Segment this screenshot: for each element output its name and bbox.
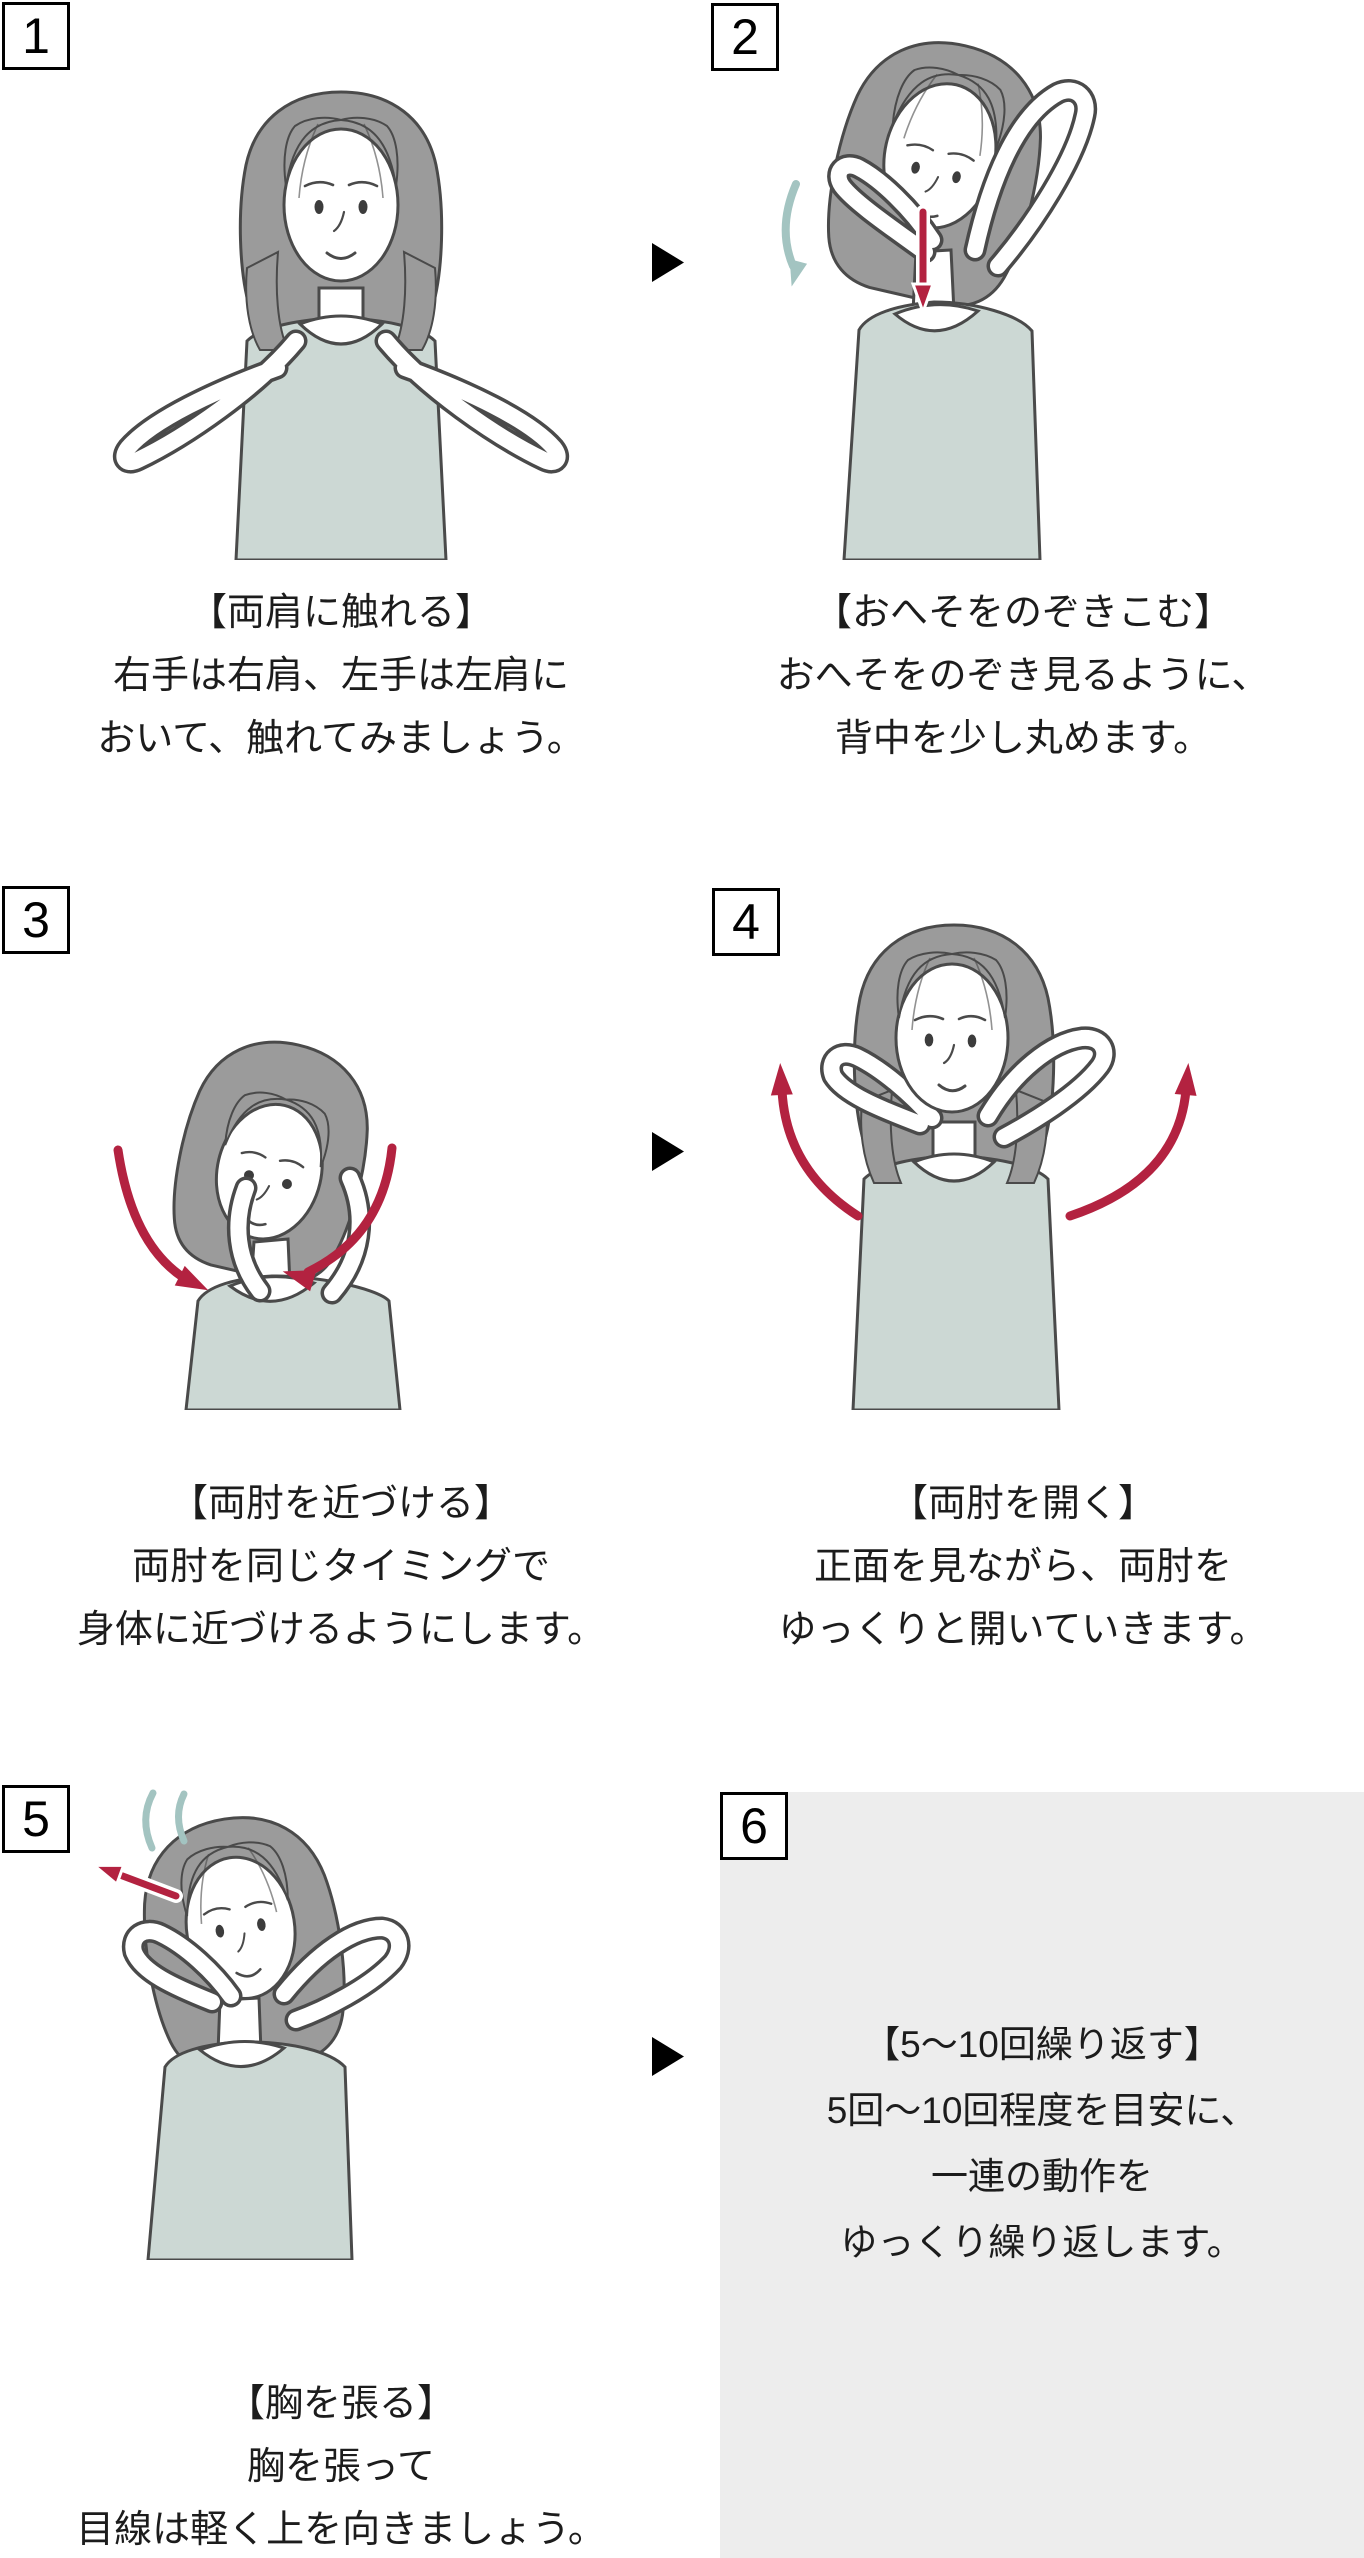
caption-title: 【5〜10回繰り返す】 <box>863 2024 1221 2065</box>
caption-title: 【胸を張る】 <box>226 2383 455 2425</box>
caption-line: 目線は軽く上を向きましょう。 <box>76 2509 606 2551</box>
teal-motion-arcs <box>142 1789 188 1852</box>
step-panel-3: 3 【両肘を近づける】 両肘を同じタイミングで 身体に近づけるようにします。 <box>0 850 682 1700</box>
caption-title: 【両肘を開く】 <box>889 1483 1156 1525</box>
caption-step-2: 【おへそをのぞきこむ】 おへそをのぞき見るように、 背中を少し丸めます。 <box>682 582 1364 771</box>
teal-curved-down-arrow <box>781 180 808 287</box>
figure-elbows-together <box>172 1040 402 1410</box>
step-number: 5 <box>22 1791 50 1847</box>
illustration-woman-chest-out-looking-up <box>89 1789 411 2260</box>
step-panel-1: 1 【両肩に触れる】 右手は右肩、左手は左肩に おいて、触れてみましょう。 <box>0 0 682 850</box>
caption-line: 一連の動作を <box>931 2156 1153 2197</box>
caption-line: 5回〜10回程度を目安に、 <box>826 2090 1258 2131</box>
step-panel-4: 4 【両肘を開く】 正面を見ながら、両肘を ゆっくりと開いていきます。 <box>682 850 1364 1700</box>
caption-line: ゆっくりと開いていきます。 <box>778 1609 1268 1651</box>
repeat-instruction-box <box>720 1792 1364 2558</box>
step-panel-2: 2 【おへそをのぞきこむ】 おへそをのぞき見るように、 背中を少し丸めます。 <box>682 0 1364 850</box>
illustration-woman-opening-elbows <box>770 923 1197 1410</box>
red-curved-arrow-right <box>282 1143 397 1292</box>
red-curved-arrow-left <box>113 1145 209 1291</box>
next-step-arrow <box>652 243 685 283</box>
caption-line: 正面を見ながら、両肘を <box>813 1546 1232 1588</box>
step-number: 6 <box>740 1798 768 1854</box>
step-number-badge: 1 <box>2 2 70 70</box>
caption-line: ゆっくり繰り返します。 <box>840 2222 1244 2263</box>
caption-step-5: 【胸を張る】 胸を張って 目線は軽く上を向きましょう。 <box>0 2373 682 2558</box>
step-panel-5: 5 【胸を張る】 胸を張って 目線は軽く上を向きましょう。 <box>0 1700 682 2558</box>
step-panel-6: 6 【5〜10回繰り返す】 5回〜10回程度を目安に、 一連の動作を ゆっくり繰… <box>682 1700 1364 2558</box>
figure-front-hands-on-shoulders <box>112 90 570 560</box>
step-number-badge: 2 <box>711 3 779 71</box>
caption-line: 身体に近づけるようにします。 <box>76 1609 606 1651</box>
caption-title: 【おへそをのぞきこむ】 <box>813 592 1232 634</box>
red-down-arrow <box>910 205 936 317</box>
next-step-arrow <box>652 2037 685 2077</box>
caption-step-6: 【5〜10回繰り返す】 5回〜10回程度を目安に、 一連の動作を ゆっくり繰り返… <box>720 2012 1364 2276</box>
figure-elbows-open <box>820 923 1116 1410</box>
caption-step-4: 【両肘を開く】 正面を見ながら、両肘を ゆっくりと開いていきます。 <box>682 1473 1364 1662</box>
figure-head-down-elbows-up <box>826 41 1098 560</box>
caption-title: 【両肘を近づける】 <box>169 1483 512 1525</box>
red-up-left-arrow <box>89 1863 183 1903</box>
caption-step-3: 【両肘を近づける】 両肘を同じタイミングで 身体に近づけるようにします。 <box>0 1473 682 1662</box>
illustration-woman-bringing-elbows-together <box>113 1040 402 1410</box>
step-number: 2 <box>731 9 759 65</box>
illustration-woman-touching-both-shoulders <box>112 90 570 560</box>
caption-line: 背中を少し丸めます。 <box>834 718 1212 760</box>
step-number-badge: 6 <box>720 1792 788 1860</box>
step-number-badge: 4 <box>712 888 780 956</box>
illustration-woman-looking-down-at-navel <box>781 41 1098 560</box>
caption-step-1: 【両肩に触れる】 右手は右肩、左手は左肩に おいて、触れてみましょう。 <box>0 582 682 771</box>
red-curved-arrow-up-right <box>1065 1063 1197 1221</box>
step-number: 1 <box>22 8 50 64</box>
caption-line: おいて、触れてみましょう。 <box>97 718 585 760</box>
next-step-arrow <box>652 1132 685 1172</box>
caption-line: おへそをのぞき見るように、 <box>776 655 1270 697</box>
step-number: 4 <box>732 894 760 950</box>
step-number: 3 <box>22 892 50 948</box>
step-number-badge: 3 <box>2 886 70 954</box>
red-curved-arrow-up-left <box>770 1063 863 1221</box>
caption-line: 両肘を同じタイミングで <box>131 1546 550 1588</box>
step-number-badge: 5 <box>2 1785 70 1853</box>
caption-title: 【両肩に触れる】 <box>188 592 493 634</box>
caption-line: 右手は右肩、左手は左肩に <box>112 655 569 697</box>
caption-line: 胸を張って <box>246 2446 436 2488</box>
figure-chest-out <box>121 1816 411 2260</box>
